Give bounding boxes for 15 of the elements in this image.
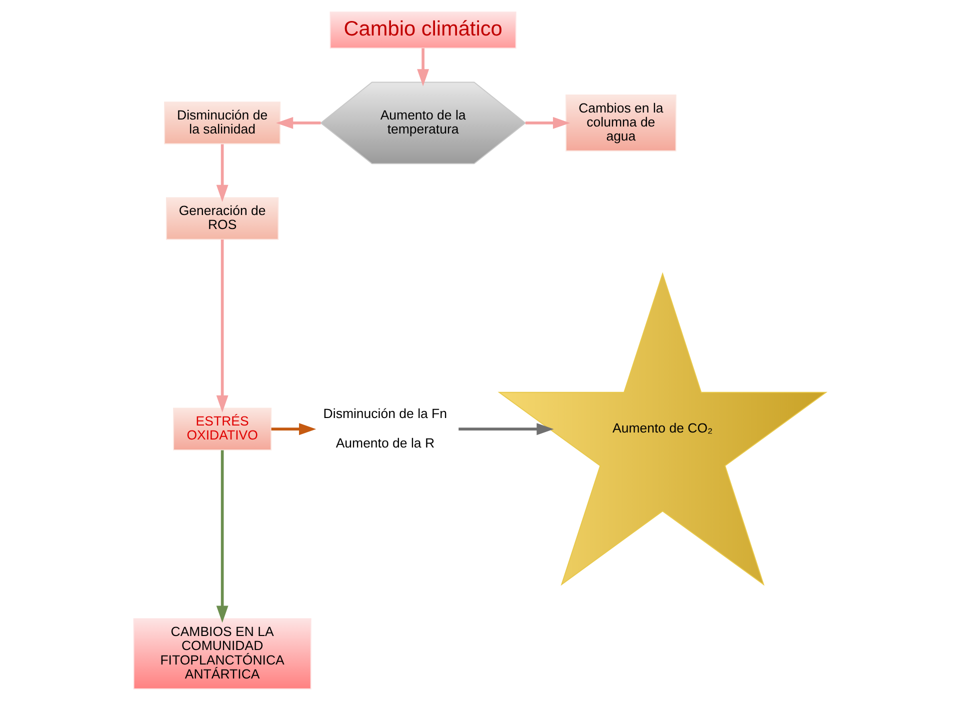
arrow [525, 116, 570, 129]
node-box: Cambios en la columna de agua [566, 94, 676, 152]
arrow [271, 423, 316, 436]
node-text: Disminución de la Fn Aumento de la R [323, 406, 448, 450]
arrow [216, 240, 228, 412]
node-box: Cambio climático [330, 12, 516, 49]
node-box: ESTRÉS OXIDATIVO [173, 408, 272, 450]
node-box: Generación de ROS [166, 197, 279, 240]
arrow [276, 116, 321, 129]
arrow [216, 144, 228, 202]
arrow [458, 423, 554, 436]
arrow [216, 450, 228, 623]
node-box: CAMBIOS EN LA COMUNIDAD FITOPLANCTÓNICA ANTÁRTICA [133, 618, 312, 690]
node-box: Disminución de la salinidad [164, 102, 281, 144]
arrow [417, 48, 430, 86]
